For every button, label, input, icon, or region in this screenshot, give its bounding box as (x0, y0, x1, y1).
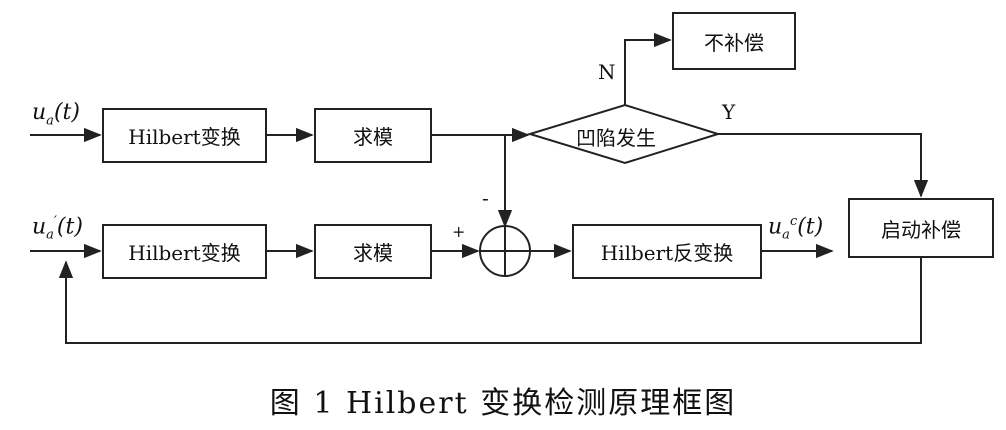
signal-ua-prime-arg: (t) (56, 214, 83, 240)
signal-ua-prime-sub: a (46, 227, 54, 243)
modulus-top-block: 求模 (314, 108, 432, 163)
minus-sign: - (482, 186, 489, 210)
signal-ua-arg: (t) (53, 100, 80, 125)
signal-ua-prime: ua′(t) (32, 214, 83, 243)
no-label: N (598, 60, 616, 84)
signal-uc-arg: (t) (797, 214, 824, 240)
inverse-hilbert-block: Hilbert反变换 (572, 224, 762, 279)
figure-caption: 图 1 Hilbert 变换检测原理框图 (269, 386, 737, 421)
signal-uc-sub: a (782, 227, 790, 243)
decision-label: 凹陷发生 (576, 126, 656, 150)
signal-uc-base: u (768, 214, 783, 240)
signal-ua: ua(t) (32, 100, 80, 128)
hilbert-transform-top-block: Hilbert变换 (102, 108, 267, 163)
hilbert-transform-bottom-block: Hilbert变换 (102, 224, 267, 279)
signal-ua-base: u (32, 100, 47, 125)
signal-ua-prime-sup: ′ (53, 214, 57, 229)
signal-ua-sub: a (46, 113, 54, 129)
yes-label: Y (722, 100, 736, 124)
feedback-arrow (58, 258, 922, 344)
no-compensation-block: 不补偿 (672, 12, 796, 70)
start-compensation-block: 启动补偿 (848, 198, 994, 258)
decision-diamond (526, 103, 722, 165)
signal-ua-prime-base: u (32, 214, 47, 240)
decision-no-arrow (624, 32, 672, 105)
modulus-bottom-block: 求模 (314, 224, 432, 279)
decision-yes-arrow (718, 133, 929, 198)
signal-uc-sup: c (789, 214, 798, 229)
signal-uc: uac(t) (768, 214, 823, 243)
plus-sign: + (452, 222, 466, 241)
